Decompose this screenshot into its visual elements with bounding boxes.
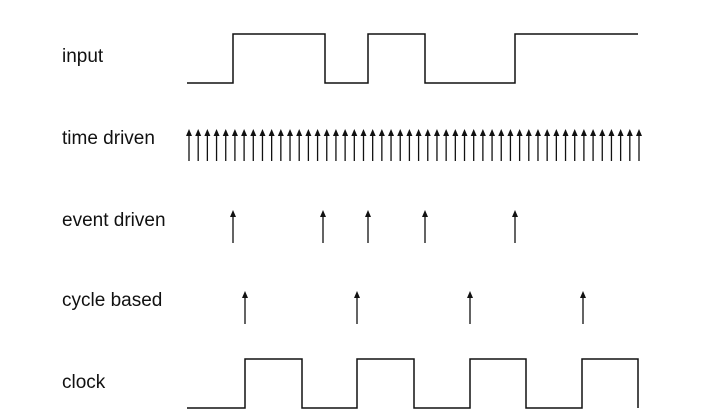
time-driven-arrow xyxy=(213,129,220,161)
time-driven-arrow xyxy=(415,129,422,161)
time-driven-arrow xyxy=(507,129,514,161)
input-waveform xyxy=(187,33,638,84)
event-driven-arrow xyxy=(365,210,371,243)
cycle-based-arrow xyxy=(580,291,586,324)
cycle-based-label: cycle based xyxy=(62,290,163,311)
time-driven-arrow xyxy=(562,129,569,161)
cycle-based-arrows xyxy=(242,291,586,324)
event-driven-arrow xyxy=(512,210,518,243)
time-driven-arrow xyxy=(599,129,606,161)
event-driven-arrow xyxy=(422,210,428,243)
time-driven-arrow xyxy=(186,129,192,161)
time-driven-arrow xyxy=(268,129,275,161)
time-driven-arrow xyxy=(498,129,505,161)
event-driven-arrows xyxy=(230,210,518,243)
time-driven-arrow xyxy=(388,129,395,161)
time-driven-arrow xyxy=(378,129,385,161)
time-driven-arrow xyxy=(222,129,229,161)
time-driven-arrow xyxy=(608,129,615,161)
time-driven-arrow xyxy=(323,129,330,161)
time-driven-arrow xyxy=(443,129,450,161)
time-driven-arrow xyxy=(424,129,431,161)
input-label: input xyxy=(62,46,104,67)
time-driven-arrow xyxy=(231,129,238,161)
time-driven-arrow xyxy=(626,129,633,161)
event-driven-arrow xyxy=(320,210,326,243)
time-driven-arrow xyxy=(195,129,202,161)
time-driven-arrow xyxy=(461,129,468,161)
time-driven-arrow xyxy=(397,129,404,161)
time-driven-arrow xyxy=(470,129,477,161)
time-driven-arrow xyxy=(332,129,339,161)
time-driven-arrow xyxy=(259,129,266,161)
time-driven-arrow xyxy=(369,129,376,161)
time-driven-arrow xyxy=(287,129,294,161)
time-driven-arrow xyxy=(296,129,303,161)
time-driven-arrow xyxy=(342,129,349,161)
time-driven-arrow xyxy=(590,129,597,161)
time-driven-arrow xyxy=(204,129,211,161)
time-driven-arrow xyxy=(452,129,459,161)
time-driven-arrow xyxy=(544,129,551,161)
event-driven-arrow xyxy=(230,210,236,243)
time-driven-arrow xyxy=(617,129,624,161)
time-driven-arrow xyxy=(351,129,358,161)
event-driven-label: event driven xyxy=(62,210,166,231)
time-driven-arrow xyxy=(571,129,578,161)
time-driven-arrow xyxy=(305,129,312,161)
cycle-based-arrow xyxy=(467,291,473,324)
time-driven-arrow xyxy=(241,129,248,161)
time-driven-label: time driven xyxy=(62,128,155,149)
time-driven-arrow xyxy=(525,129,532,161)
time-driven-arrow xyxy=(636,129,642,161)
cycle-based-arrow xyxy=(242,291,248,324)
time-driven-arrow xyxy=(580,129,587,161)
time-driven-arrow xyxy=(489,129,496,161)
time-driven-arrow xyxy=(516,129,523,161)
time-driven-arrow xyxy=(553,129,560,161)
time-driven-arrow xyxy=(277,129,284,161)
time-driven-arrow xyxy=(534,129,541,161)
time-driven-arrow xyxy=(479,129,486,161)
time-driven-arrow xyxy=(250,129,257,161)
clock-label: clock xyxy=(62,372,106,393)
time-driven-arrow xyxy=(314,129,321,161)
clock-waveform xyxy=(187,358,639,409)
cycle-based-arrow xyxy=(354,291,360,324)
time-driven-arrows xyxy=(186,129,642,161)
time-driven-arrow xyxy=(360,129,367,161)
time-driven-arrow xyxy=(433,129,440,161)
time-driven-arrow xyxy=(406,129,413,161)
